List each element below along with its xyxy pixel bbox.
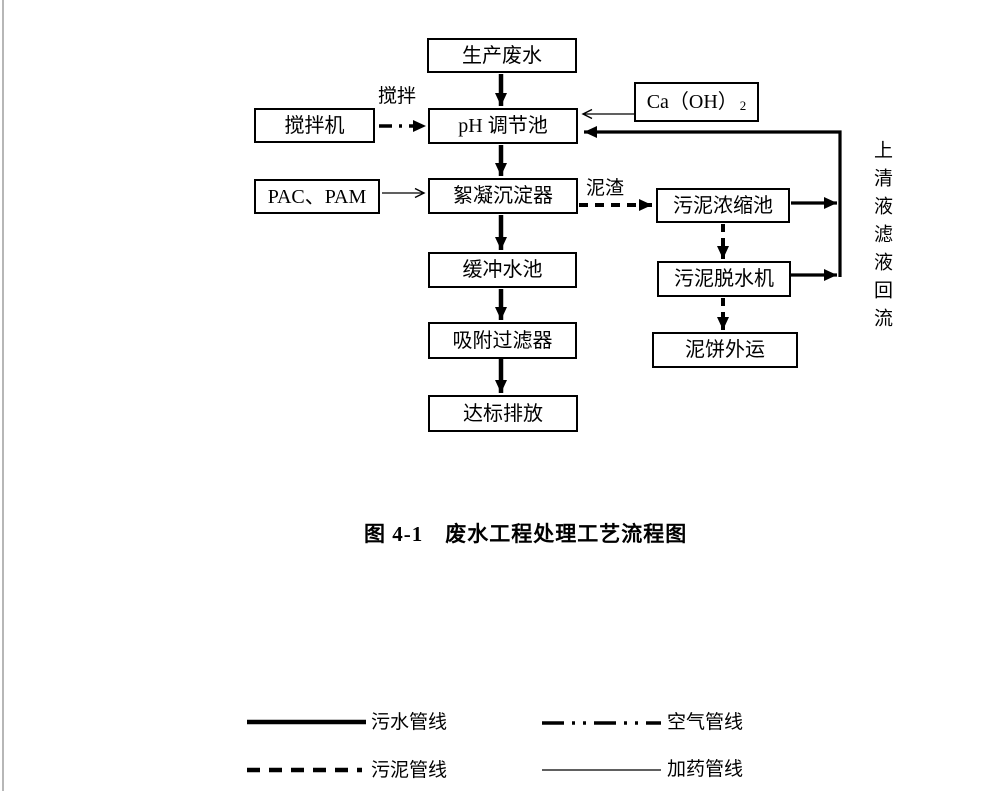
node-label: pH 调节池 bbox=[458, 115, 548, 137]
node-pac-pam: PAC、PAM bbox=[254, 179, 380, 214]
node-standard-discharge: 达标排放 bbox=[428, 395, 578, 432]
node-label: 生产废水 bbox=[462, 44, 542, 67]
node-mud-cake-transport: 泥饼外运 bbox=[652, 332, 798, 368]
node-label: PAC、PAM bbox=[267, 185, 367, 208]
node-label: Ca（OH） bbox=[646, 91, 738, 113]
edge-label-stir: 搅拌 bbox=[378, 86, 417, 107]
node-calcium-hydroxide: Ca（OH）2 bbox=[634, 82, 759, 122]
node-flocculation-settler: 絮凝沉淀器 bbox=[428, 178, 578, 214]
legend-label-dosing: 加药管线 bbox=[667, 759, 744, 780]
node-sludge-thickener: 污泥浓缩池 bbox=[656, 188, 790, 223]
return-line-to-ph bbox=[584, 126, 842, 277]
page-left-edge bbox=[2, 0, 4, 791]
node-label: 污泥脱水机 bbox=[674, 268, 774, 290]
node-label: 达标排放 bbox=[463, 402, 543, 425]
node-ph-adjustment-tank: pH 调节池 bbox=[428, 108, 578, 144]
node-buffer-tank: 缓冲水池 bbox=[428, 252, 577, 288]
node-sludge-dewaterer: 污泥脱水机 bbox=[657, 261, 791, 297]
node-label: 絮凝沉淀器 bbox=[453, 185, 553, 207]
node-label: 污泥浓缩池 bbox=[673, 194, 773, 217]
edge-label-sludge-residue: 泥渣 bbox=[586, 178, 625, 199]
node-production-wastewater: 生产废水 bbox=[427, 38, 577, 73]
legend-label-sewage: 污水管线 bbox=[371, 712, 448, 733]
node-label: 泥饼外运 bbox=[685, 339, 765, 361]
node-label-subscript: 2 bbox=[739, 97, 747, 113]
node-adsorption-filter: 吸附过滤器 bbox=[428, 322, 577, 359]
legend-label-sludge: 污泥管线 bbox=[371, 760, 448, 781]
node-label: 搅拌机 bbox=[284, 114, 345, 137]
node-label: 吸附过滤器 bbox=[452, 329, 553, 352]
node-label: 缓冲水池 bbox=[462, 259, 543, 281]
edge-label-supernatant-return: 上清液滤液回流 bbox=[871, 140, 892, 336]
node-mixer: 搅拌机 bbox=[254, 108, 375, 143]
figure-caption: 图 4-1 废水工程处理工艺流程图 bbox=[364, 522, 688, 546]
legend-label-air: 空气管线 bbox=[667, 712, 744, 733]
